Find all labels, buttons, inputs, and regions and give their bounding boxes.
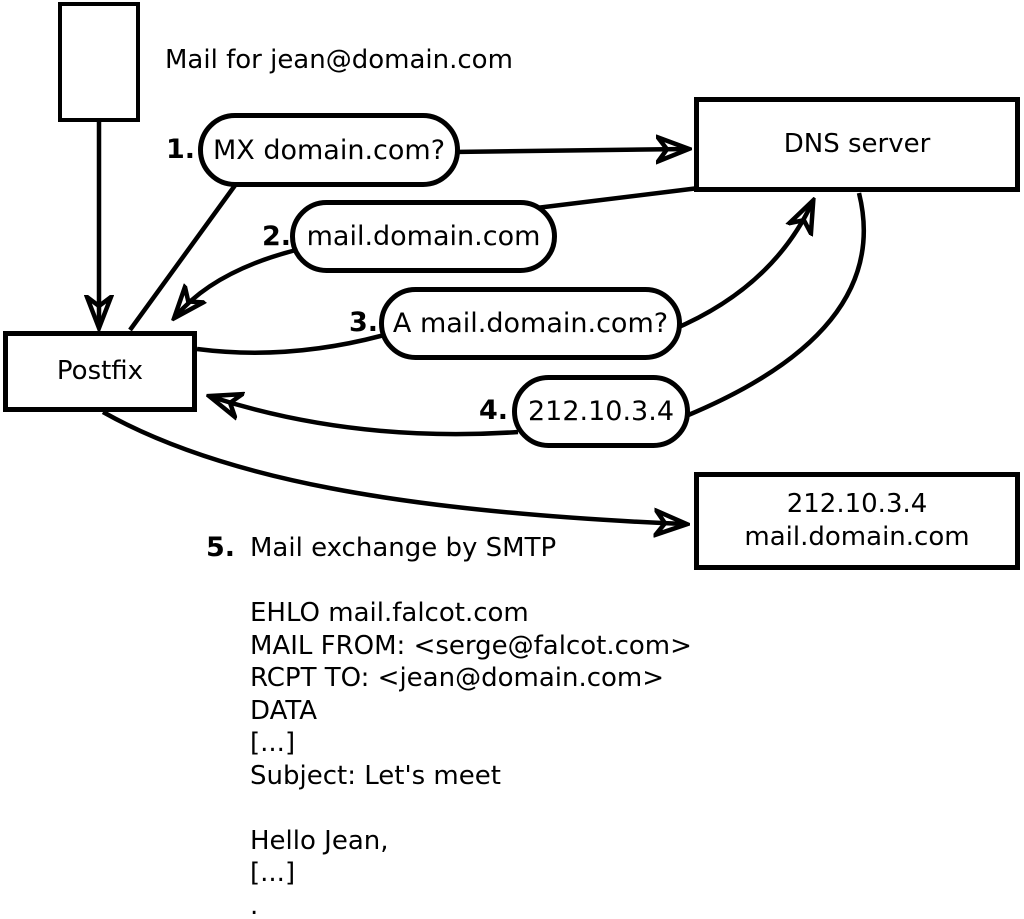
line-dns-to-pill4 xyxy=(685,192,866,419)
postfix-label: Postfix xyxy=(56,356,144,386)
smtp-line-subject: Subject: Let's meet xyxy=(250,760,501,791)
mail-for-label: Mail for jean@domain.com xyxy=(165,45,513,75)
line-dns-to-pill2 xyxy=(519,185,700,213)
pill-mx-query-label: MX domain.com? xyxy=(212,134,446,166)
smtp-line-ellipsis1: [...] xyxy=(250,728,296,758)
pill-mx-answer: mail.domain.com xyxy=(290,200,557,273)
smtp-line-dot: . xyxy=(250,890,259,919)
pill-a-answer: 212.10.3.4 xyxy=(512,375,690,448)
node-postfix: Postfix xyxy=(3,331,197,412)
step-5-label: Mail exchange by SMTP xyxy=(250,533,557,563)
node-mail-server: 212.10.3.4 mail.domain.com xyxy=(694,472,1020,570)
step-2-number: 2. xyxy=(262,221,292,252)
mail-envelope-icon xyxy=(58,2,140,122)
arrow-pill1-to-dns xyxy=(451,149,686,152)
step-4-number: 4. xyxy=(479,395,509,426)
smtp-line-mail-from: MAIL FROM: <serge@falcot.com> xyxy=(250,630,692,661)
arrow-pill2-to-postfix xyxy=(176,246,301,316)
node-dns-server: DNS server xyxy=(694,97,1020,192)
arrow-pill3-to-dns xyxy=(671,203,812,333)
smtp-line-ehlo: EHLO mail.falcot.com xyxy=(250,598,529,628)
arrow-postfix-to-mailserver xyxy=(101,410,684,524)
smtp-line-hello: Hello Jean, xyxy=(250,825,389,856)
pill-a-query: A mail.domain.com? xyxy=(379,287,682,360)
pill-a-answer-label: 212.10.3.4 xyxy=(528,396,674,427)
arrow-pill4-to-postfix xyxy=(212,397,519,437)
line-postfix-to-pill1 xyxy=(128,182,238,332)
line-postfix-to-pill3 xyxy=(196,331,389,355)
smtp-line-blank xyxy=(250,792,692,825)
pill-a-query-label: A mail.domain.com? xyxy=(392,308,669,339)
step-1-number: 1. xyxy=(166,134,196,165)
pill-mx-answer-label: mail.domain.com xyxy=(306,221,541,252)
pill-mx-query: MX domain.com? xyxy=(198,113,460,187)
smtp-line-ellipsis2: [...] xyxy=(250,858,296,888)
smtp-transcript: EHLO mail.falcot.com MAIL FROM: <serge@f… xyxy=(250,597,692,919)
smtp-line-rcpt-to: RCPT TO: <jean@domain.com> xyxy=(250,663,665,693)
mail-server-ip: 212.10.3.4 xyxy=(786,489,928,519)
dns-server-label: DNS server xyxy=(783,129,931,159)
step-3-number: 3. xyxy=(349,307,379,338)
mail-server-host: mail.domain.com xyxy=(744,522,970,552)
smtp-line-data: DATA xyxy=(250,695,317,726)
step-5-number: 5. xyxy=(206,532,236,563)
